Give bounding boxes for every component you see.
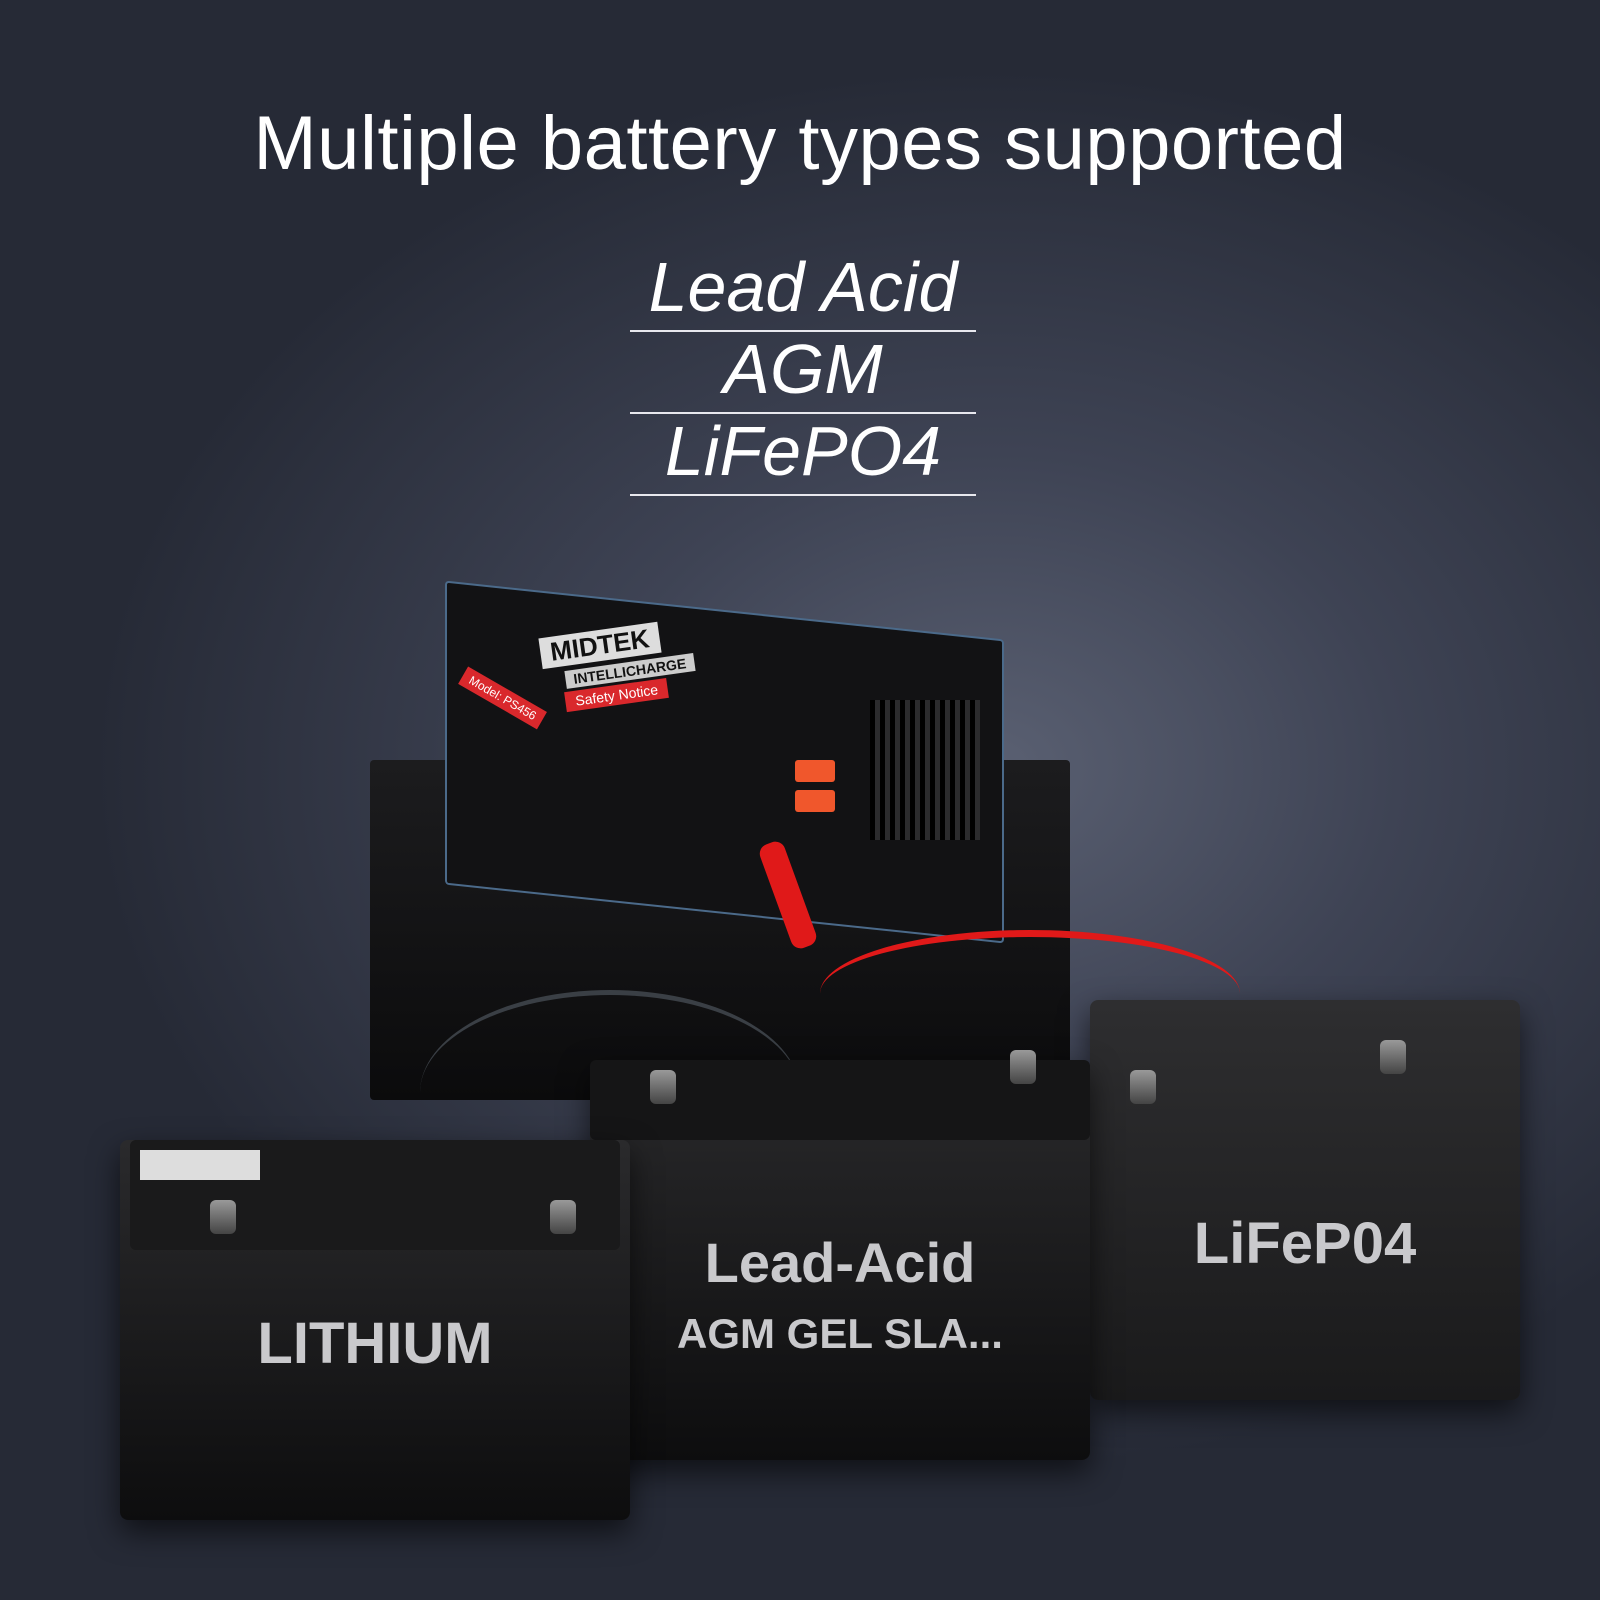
vent-grille (870, 700, 980, 840)
battery-sublabel: AGM GEL SLA... (677, 1310, 1003, 1357)
battery-lithium: LITHIUM (120, 1140, 630, 1520)
battery-type-list: Lead Acid AGM LiFePO4 (630, 250, 976, 496)
battery-lifepo4: LiFeP04 (1090, 1000, 1520, 1400)
battery-type-item: Lead Acid (630, 250, 976, 332)
headline: Multiple battery types supported (253, 101, 1347, 186)
battery-label: LiFeP04 (1193, 1211, 1417, 1276)
battery-type-item: LiFePO4 (630, 414, 976, 496)
battery-type-item: AGM (630, 332, 976, 414)
red-cable (820, 930, 1240, 1057)
battery-label: Lead-Acid (704, 1231, 976, 1294)
charger-image: MIDTEK INTELLICHARGE Safety Notice Model… (445, 580, 1004, 944)
black-cable (420, 990, 800, 1195)
battery-label: LITHIUM (257, 1311, 493, 1376)
battery-lead-acid: Lead-Acid AGM GEL SLA... (590, 1050, 1090, 1460)
fuse (795, 760, 835, 782)
fuse (795, 790, 835, 812)
